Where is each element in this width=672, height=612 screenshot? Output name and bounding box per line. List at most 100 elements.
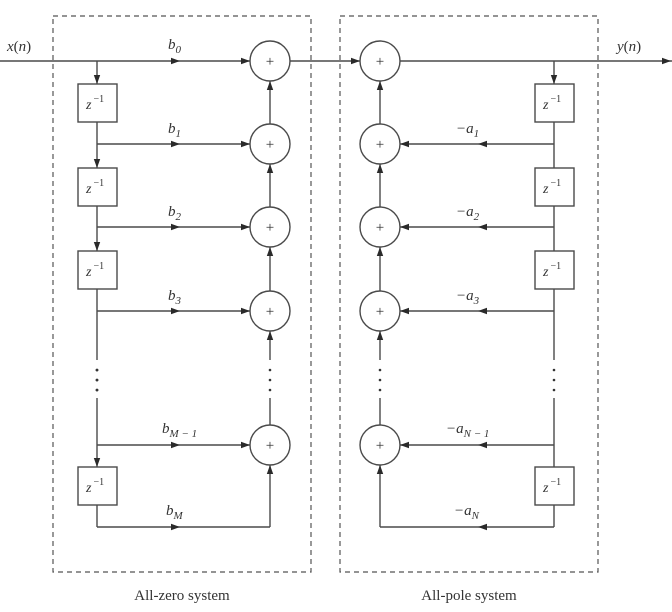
coef-label-a-2: −a2 [456, 204, 480, 223]
delay-block-left-4 [77, 466, 118, 506]
input-label-open: ( [14, 39, 19, 55]
delay-block-left-2 [77, 167, 118, 207]
coef-arrow-aN [478, 523, 487, 531]
delay-base: z [542, 265, 549, 280]
adder-right-2 [359, 206, 401, 248]
coef-label-b-3: b3 [168, 288, 182, 307]
coef-subscript: 1 [176, 128, 182, 140]
output-label: y(n) [615, 39, 641, 55]
adder-right-0 [359, 40, 401, 82]
output-arrow [662, 57, 671, 65]
delay-base: z [542, 182, 549, 197]
delay-label: z−1 [85, 477, 104, 496]
delay-input-arrow [93, 242, 101, 251]
plus-sign: + [266, 438, 274, 454]
adder-input-arrow [241, 441, 250, 449]
adder-input-arrow [241, 57, 250, 65]
ellipsis-dot [95, 378, 99, 382]
coef-arrow-b [171, 307, 180, 315]
adder-chain-arrow [376, 81, 384, 90]
delay-input-arrow [93, 159, 101, 168]
delay-label: z−1 [542, 94, 561, 113]
diagram-nodes: z−1z−1z−1z−1+++++z−1z−1z−1z−1+++++ [77, 40, 575, 506]
coef-subscript: 0 [176, 44, 182, 56]
adder-chain-arrow [266, 164, 274, 173]
ellipsis-dot [378, 378, 382, 382]
coef-label-b-5: bM [166, 503, 184, 522]
input-label-close: ) [26, 39, 31, 55]
coef-subscript: 1 [474, 128, 480, 140]
adder-chain-arrow [376, 164, 384, 173]
coef-arrow-a [478, 307, 487, 315]
adder-left-1 [249, 123, 291, 165]
adder-right-3 [359, 290, 401, 332]
adder-left-4 [249, 424, 291, 466]
coef-label-b-2: b2 [168, 204, 182, 223]
coef-arrow-bM [171, 523, 180, 531]
coef-label-b-1: b1 [168, 121, 181, 140]
adder-input-arrow [241, 140, 250, 148]
coef-base: b [166, 503, 174, 519]
plus-sign: + [266, 220, 274, 236]
plus-sign: + [266, 304, 274, 320]
coef-arrow-b0 [171, 57, 180, 65]
delay-exponent: −1 [93, 94, 104, 105]
coef-label-a-5: −aN [454, 503, 480, 522]
delay-block-right-4 [534, 466, 575, 506]
delay-input-arrow [93, 458, 101, 467]
coef-label-a-4: −aN − 1 [446, 421, 489, 440]
adder-input-arrow [266, 465, 274, 474]
ellipsis-dot [95, 368, 99, 372]
input-label: x(n) [6, 39, 31, 55]
coef-subscript: 2 [474, 211, 480, 223]
ellipsis-dot [268, 368, 272, 372]
output-label-close: ) [636, 39, 641, 55]
adder-chain-arrow [266, 247, 274, 256]
adder-right-4 [359, 424, 401, 466]
delay-label: z−1 [542, 261, 561, 280]
delay-exponent: −1 [93, 477, 104, 488]
coef-subscript: N − 1 [463, 428, 490, 440]
adder-input-arrow [241, 307, 250, 315]
plus-sign: + [376, 438, 384, 454]
input-label-base: x [6, 39, 14, 55]
adder-left-2 [249, 206, 291, 248]
all-pole-caption: All-pole system [421, 588, 517, 604]
coef-label-a-1: −a1 [456, 121, 479, 140]
coef-subscript: M [173, 510, 184, 522]
coef-arrow-b [171, 441, 180, 449]
coef-base: −a [456, 204, 474, 220]
delay-base: z [85, 98, 92, 113]
coef-base: −a [456, 288, 474, 304]
coef-base: b [168, 288, 176, 304]
coef-base: −a [454, 503, 472, 519]
ellipsis-dot [552, 388, 556, 392]
all-zero-caption: All-zero system [134, 588, 230, 604]
delay-block-left-3 [77, 250, 118, 290]
ellipsis-dot [378, 388, 382, 392]
adder-input-arrow [400, 140, 409, 148]
delay-label: z−1 [85, 178, 104, 197]
delay-exponent: −1 [93, 178, 104, 189]
ellipsis-dot [268, 388, 272, 392]
adder-input-arrow [400, 307, 409, 315]
adder-chain-arrow [266, 81, 274, 90]
input-label-arg: n [19, 39, 27, 55]
delay-block-right-1 [534, 83, 575, 123]
all-zero-system-box [52, 15, 312, 573]
coef-label-b-4: bM − 1 [162, 421, 197, 440]
plus-sign: + [376, 54, 384, 70]
plus-sign: + [376, 220, 384, 236]
adder-chain-arrow [376, 331, 384, 340]
delay-label: z−1 [85, 94, 104, 113]
coef-base: b [168, 37, 176, 53]
coef-arrow-a [478, 441, 487, 449]
coef-arrow-a [478, 223, 487, 231]
coef-subscript: N [471, 510, 480, 522]
coef-base: −a [446, 421, 464, 437]
delay-exponent: −1 [550, 261, 561, 272]
coef-label-b-0: b0 [168, 37, 182, 56]
ellipsis-dot [268, 378, 272, 382]
